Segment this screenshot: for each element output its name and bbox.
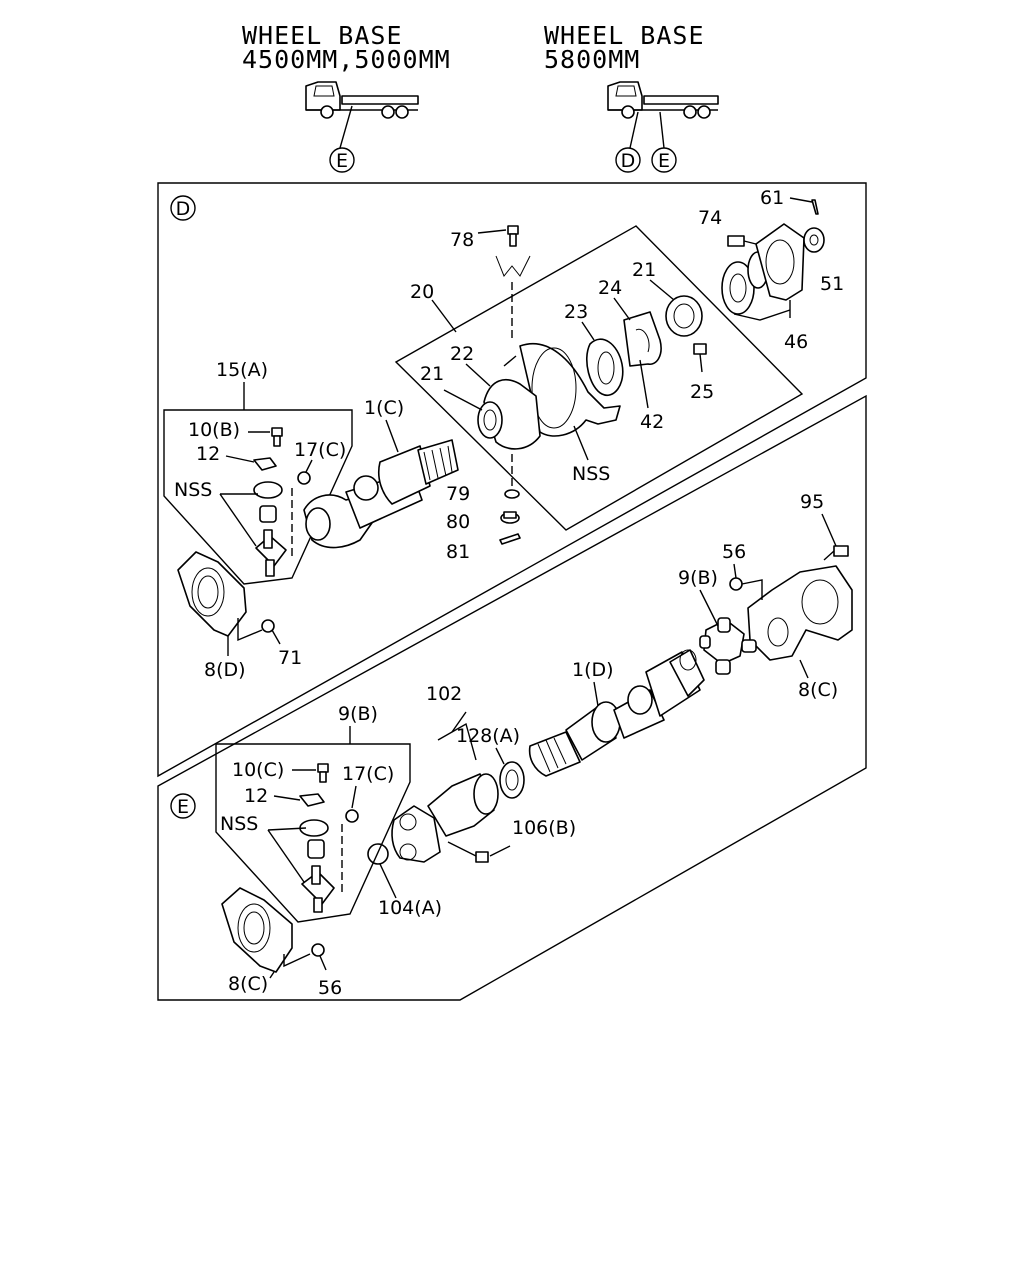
header-left: WHEEL BASE 4500MM,5000MM E: [242, 21, 451, 173]
bolt-74: [727, 235, 757, 247]
label-61: 61: [760, 187, 784, 209]
truck-icon-left: [305, 81, 419, 149]
label-21-right: 21: [632, 259, 656, 281]
label-95: 95: [800, 491, 824, 513]
u-joint-kit-15a: [219, 427, 311, 577]
label-80: 80: [446, 511, 470, 533]
nut-56-e: [311, 943, 327, 971]
bolt-78: [477, 225, 531, 340]
label-nss-e: NSS: [220, 813, 258, 835]
bolt-25: [693, 343, 707, 373]
wheelbase-title-left: WHEEL BASE: [242, 21, 403, 50]
label-81: 81: [446, 541, 470, 563]
label-71: 71: [278, 647, 302, 669]
label-20: 20: [410, 281, 434, 303]
seal-21-right: [665, 295, 703, 337]
nut-56-right: [729, 577, 763, 600]
label-17c-e: 17(C): [342, 763, 394, 785]
bolt-95: [823, 545, 849, 561]
washer-79: [504, 489, 520, 499]
label-79: 79: [446, 483, 470, 505]
bearing-housing: [477, 343, 621, 490]
companion-flange-46: [721, 223, 805, 321]
u-joint-kit-9b: [267, 763, 359, 913]
ring-128a: [499, 761, 525, 799]
label-17c: 17(C): [294, 439, 346, 461]
flange-yoke-8d: [177, 551, 263, 656]
wheelbase-title-right: WHEEL BASE: [544, 21, 705, 50]
fitting-106b: [447, 841, 511, 863]
cotter-61: [789, 197, 819, 215]
shaft-1d: [528, 649, 705, 777]
truck-icon-right: [607, 81, 719, 149]
label-8c-e: 8(C): [228, 973, 268, 995]
label-78: 78: [450, 229, 474, 251]
label-15a: 15(A): [216, 359, 268, 381]
label-42: 42: [640, 411, 664, 433]
label-8d: 8(D): [204, 659, 246, 681]
section-e-marker: E: [177, 796, 189, 818]
label-74: 74: [698, 207, 722, 229]
slip-yoke-102: [391, 711, 499, 863]
label-56-right: 56: [722, 541, 746, 563]
header-right: WHEEL BASE 5800MM D E: [544, 21, 719, 173]
plug-104a: [367, 843, 397, 899]
section-d-frame: [157, 182, 867, 778]
wheelbase-value-left: 4500MM,5000MM: [242, 45, 451, 74]
u-joint-kit-box-e: [215, 743, 411, 923]
section-d-marker-icon: [170, 195, 196, 221]
label-1d: 1(D): [572, 659, 614, 681]
label-8c-right: 8(C): [798, 679, 838, 701]
marker-e-icon: [651, 147, 677, 173]
shaft-1c: [303, 439, 459, 549]
label-56-e: 56: [318, 977, 342, 999]
label-23: 23: [564, 301, 588, 323]
bearing-23: [586, 338, 624, 397]
label-104a: 104(A): [378, 897, 442, 919]
label-nss-housing: NSS: [572, 463, 610, 485]
label-1c: 1(C): [364, 397, 404, 419]
nut-51: [803, 227, 825, 253]
flange-yoke-8c-e: [221, 887, 311, 979]
label-24: 24: [598, 277, 622, 299]
center-bearing-group-box: [394, 225, 804, 531]
wheelbase-value-right: 5800MM: [544, 45, 640, 74]
flange-yoke-8c-right: [747, 565, 853, 679]
label-10c: 10(C): [232, 759, 284, 781]
label-25: 25: [690, 381, 714, 403]
label-10b: 10(B): [188, 419, 240, 441]
spider-9b-right: [699, 617, 757, 675]
pin-81: [499, 533, 521, 545]
label-128a: 128(A): [456, 725, 520, 747]
label-106b: 106(B): [512, 817, 576, 839]
section-e-marker-icon: [170, 793, 196, 819]
slinger-24: [623, 311, 662, 367]
label-22: 22: [450, 343, 474, 365]
label-102: 102: [426, 683, 462, 705]
marker-e-icon: [329, 147, 355, 173]
nut-80: [500, 511, 520, 524]
section-e-frame: [157, 394, 867, 1001]
marker-e-right: E: [658, 150, 670, 172]
marker-d-right: D: [621, 150, 636, 172]
marker-d-icon: [615, 147, 641, 173]
marker-e-left: E: [336, 150, 348, 172]
label-12: 12: [196, 443, 220, 465]
label-46: 46: [784, 331, 808, 353]
section-d-marker: D: [176, 198, 191, 220]
label-12-e: 12: [244, 785, 268, 807]
u-joint-kit-box: [163, 409, 353, 585]
label-21-left: 21: [420, 363, 444, 385]
nut-71: [261, 619, 281, 645]
label-nss-kit: NSS: [174, 479, 212, 501]
label-9b-e: 9(B): [338, 703, 378, 725]
label-51: 51: [820, 273, 844, 295]
label-9b-right: 9(B): [678, 567, 718, 589]
